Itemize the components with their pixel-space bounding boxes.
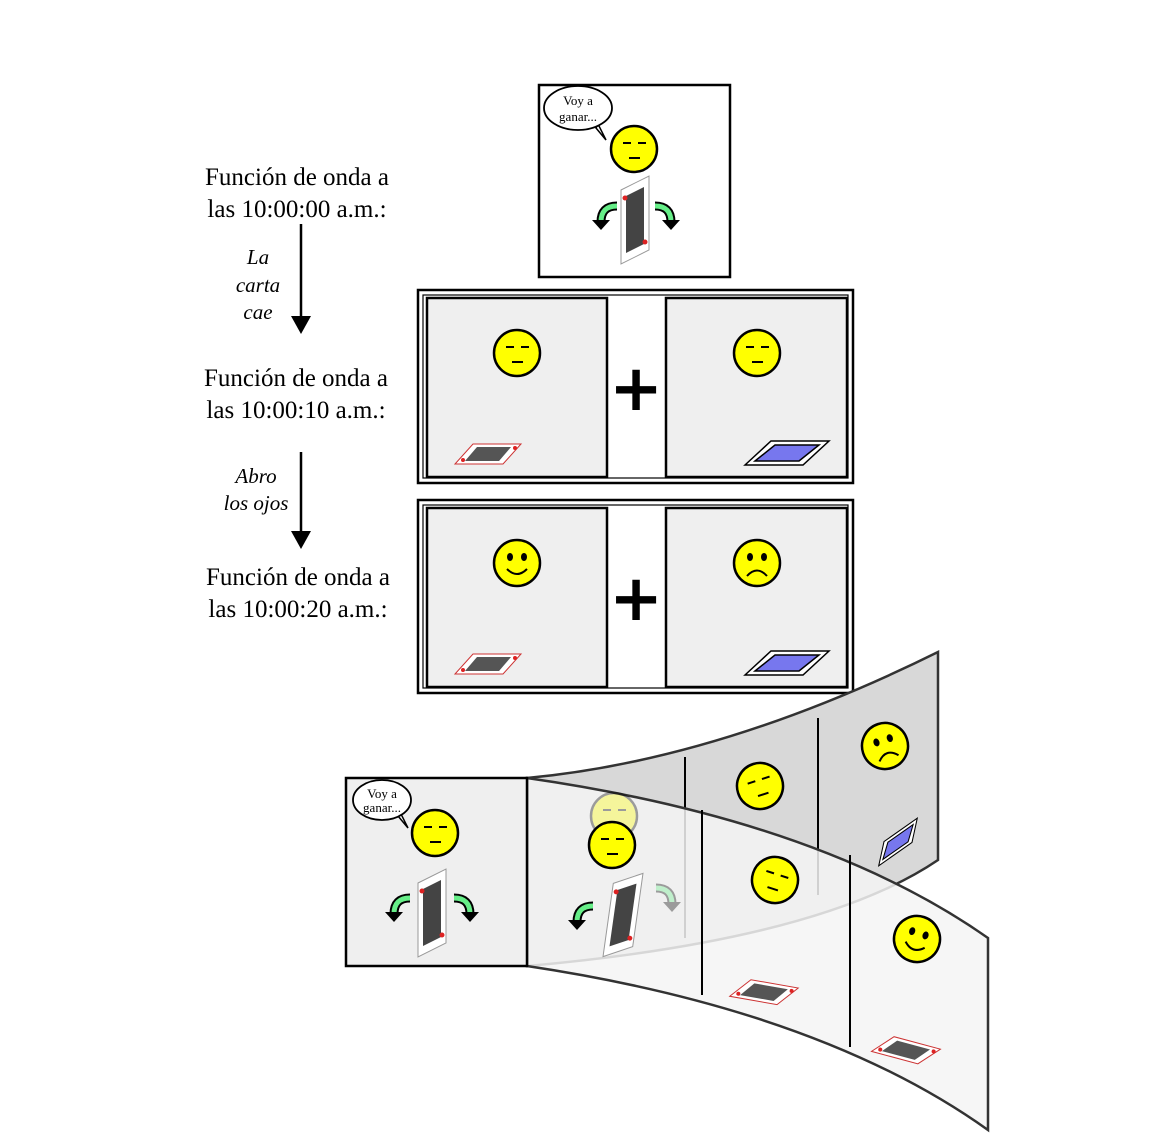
speech-text: Voy a [563,93,593,108]
arrowhead-icon [291,531,311,549]
speech-text: ganar... [363,800,401,815]
state-label-3: Función de onda a las 10:00:20 a.m.: [206,564,390,623]
transition-open-eyes: Abro los ojos [224,452,311,549]
speech-bubble: Voy a ganar... [352,779,412,829]
state-label-line: Función de onda a [204,365,388,392]
lower-branch [525,776,990,1133]
neutral-face-icon [732,328,782,378]
upright-card-icon [417,868,447,958]
neutral-face-icon [410,808,460,858]
upright-card-icon [620,175,650,265]
neutral-face-icon [587,820,637,870]
state-label-line: las 10:00:00 a.m.: [207,196,386,223]
happy-face-icon [492,538,542,588]
transition-text: cae [243,300,272,324]
transition-text: Abro [233,464,276,488]
state-label-1: Función de onda a las 10:00:00 a.m.: [205,164,389,223]
sad-face-icon [732,538,782,588]
branch-panel-win [425,506,609,689]
speech-text: ganar... [559,109,597,124]
state-label-line: Función de onda a [205,164,389,191]
transition-text: los ojos [224,491,289,515]
speech-bubble: Voy a ganar... [543,85,613,141]
panel-initial-state: Voy a ganar... [537,83,732,279]
transition-text: carta [236,273,280,297]
speech-text: Voy a [367,786,397,801]
state-label-line: las 10:00:10 a.m.: [206,397,385,424]
state-label-line: las 10:00:20 a.m.: [208,596,387,623]
plus-sign: + [609,352,663,426]
arrowhead-icon [291,316,311,334]
neutral-face-icon [492,328,542,378]
superposition-row-2: + [416,498,855,695]
branching-timeline-strip: Voy a ganar... [344,649,990,1133]
state-label-2: Función de onda a las 10:00:10 a.m.: [204,365,388,424]
superposition-row-1: + [416,288,855,485]
state-label-line: Función de onda a [206,564,390,591]
branch-panel-face-up [425,296,609,479]
transition-text: La [246,245,269,269]
transition-card-falls: La carta cae [236,224,311,334]
neutral-face-icon [609,124,659,174]
plus-sign: + [609,562,663,636]
